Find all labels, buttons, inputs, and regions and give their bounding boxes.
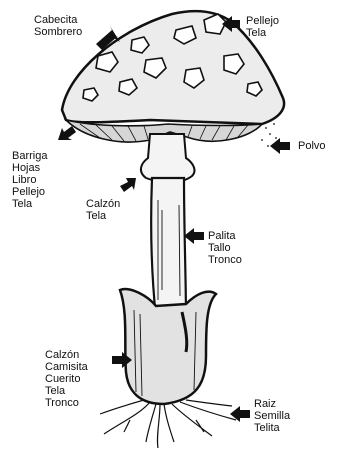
- root-label-line: Semilla: [254, 410, 290, 422]
- volva-label-line: Camisita: [45, 361, 88, 373]
- ring-label-line: Tela: [86, 210, 120, 222]
- gills-label-line: Pellejo: [12, 186, 47, 198]
- cap-label: Cabecita Sombrero: [34, 14, 82, 38]
- volva-label-line: Calzón: [45, 349, 88, 361]
- gills-label-line: Libro: [12, 174, 47, 186]
- volva-label: Calzón Camisita Cuerito Tela Tronco: [45, 349, 88, 409]
- arrow-gills: [58, 126, 76, 140]
- stem: [151, 178, 186, 318]
- volva-label-line: Tela: [45, 385, 88, 397]
- ring-label: Calzón Tela: [86, 198, 120, 222]
- skin-label-line: Pellejo: [246, 15, 279, 27]
- ring: [141, 134, 195, 182]
- root-label: Raiz Semilla Telita: [254, 398, 290, 434]
- gills-label-line: Tela: [12, 198, 47, 210]
- skin-label-line: Tela: [246, 27, 279, 39]
- root-label-line: Telita: [254, 422, 290, 434]
- stem-label-line: Tallo: [208, 242, 242, 254]
- stem-label-line: Tronco: [208, 254, 242, 266]
- roots: [100, 400, 236, 448]
- stem-label-line: Palita: [208, 230, 242, 242]
- arrow-stem: [184, 228, 204, 244]
- gills-label: Barriga Hojas Libro Pellejo Tela: [12, 150, 47, 210]
- ring-label-line: Calzón: [86, 198, 120, 210]
- arrow-spores: [270, 138, 290, 154]
- volva-label-line: Tronco: [45, 397, 88, 409]
- gills-label-line: Barriga: [12, 150, 47, 162]
- root-label-line: Raiz: [254, 398, 290, 410]
- gills-label-line: Hojas: [12, 162, 47, 174]
- volva: [120, 289, 216, 404]
- volva-label-line: Cuerito: [45, 373, 88, 385]
- stem-label: Palita Tallo Tronco: [208, 230, 242, 266]
- skin-label: Pellejo Tela: [246, 15, 279, 39]
- arrow-ring: [120, 178, 136, 192]
- cap-label-line: Sombrero: [34, 26, 82, 38]
- spores-label: Polvo: [298, 140, 326, 152]
- spores-label-line: Polvo: [298, 140, 326, 152]
- cap-label-line: Cabecita: [34, 14, 82, 26]
